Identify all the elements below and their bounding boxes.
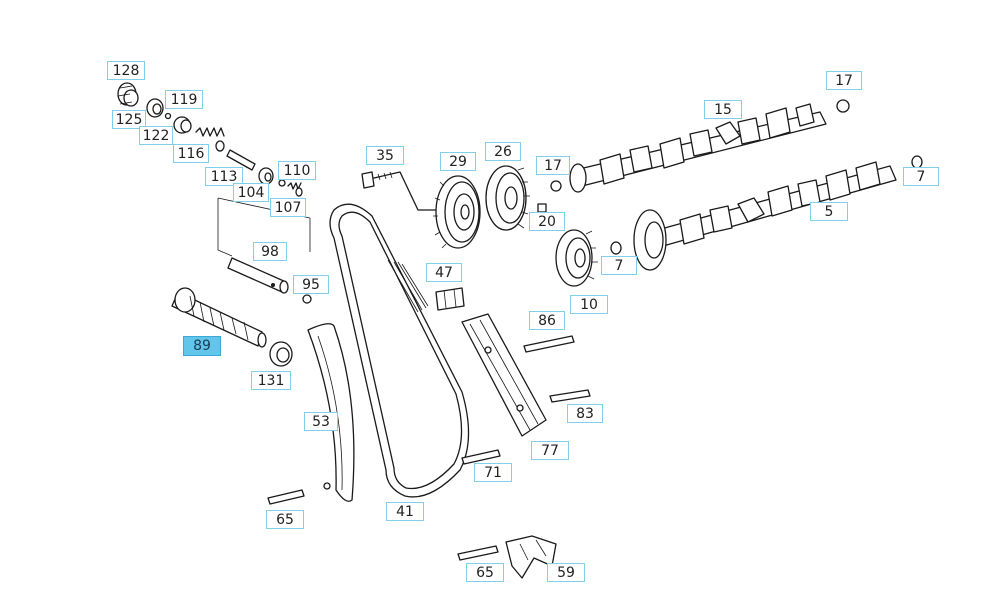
part-5-camshaft-drawing <box>633 161 897 271</box>
part-65b-pin-drawing <box>457 545 499 561</box>
part-59-drawing <box>505 535 557 579</box>
callout-125[interactable]: 125 <box>112 110 146 129</box>
callout-110[interactable]: 110 <box>278 161 316 180</box>
part-89-tensioner-drawing <box>171 287 267 348</box>
part-104-drawing <box>258 167 274 185</box>
callout-20[interactable]: 20 <box>529 212 565 231</box>
part-122-drawing <box>164 112 172 120</box>
part-10-sprocket-drawing <box>555 229 598 287</box>
part-65a-pin-drawing <box>267 489 305 505</box>
part-128-drawing <box>117 82 139 107</box>
part-107-drawing <box>287 182 303 197</box>
part-71-pin-drawing <box>461 449 501 465</box>
callout-53[interactable]: 53 <box>304 412 338 431</box>
part-17b-drawing <box>836 99 850 113</box>
part-83-pin-drawing <box>549 389 591 403</box>
callout-17-right[interactable]: 17 <box>826 71 862 90</box>
callout-5[interactable]: 5 <box>810 202 848 221</box>
callout-113[interactable]: 113 <box>205 167 243 186</box>
part-20-drawing <box>537 203 547 213</box>
part-95-drawing <box>302 294 312 304</box>
callout-77[interactable]: 77 <box>531 441 569 460</box>
part-119-drawing <box>173 116 192 134</box>
callout-86[interactable]: 86 <box>529 311 565 330</box>
callout-47[interactable]: 47 <box>426 263 462 282</box>
part-98-drawing <box>227 257 289 294</box>
callout-83[interactable]: 83 <box>567 404 603 423</box>
callout-7-right[interactable]: 7 <box>903 167 939 186</box>
callout-35[interactable]: 35 <box>366 146 404 165</box>
part-29-sprocket-drawing <box>433 175 481 249</box>
part-41-chain-drawing <box>329 203 470 498</box>
callout-65-bottom[interactable]: 65 <box>466 563 504 582</box>
callout-128[interactable]: 128 <box>107 61 145 80</box>
callout-17-left[interactable]: 17 <box>536 156 570 175</box>
callout-122[interactable]: 122 <box>139 126 173 145</box>
callout-29[interactable]: 29 <box>440 152 476 171</box>
callout-71[interactable]: 71 <box>474 463 512 482</box>
callout-41[interactable]: 41 <box>386 502 424 521</box>
callout-119[interactable]: 119 <box>165 90 203 109</box>
part-17a-drawing <box>550 180 562 192</box>
callout-89[interactable]: 89 <box>183 336 221 356</box>
callout-131[interactable]: 131 <box>251 371 291 390</box>
callout-95[interactable]: 95 <box>293 275 329 294</box>
callout-15[interactable]: 15 <box>704 100 742 119</box>
part-7a-drawing <box>610 241 622 255</box>
callout-116[interactable]: 116 <box>173 144 209 163</box>
callout-65-left[interactable]: 65 <box>266 510 304 529</box>
callout-107[interactable]: 107 <box>270 198 306 217</box>
part-131-seal-drawing <box>269 341 293 367</box>
callout-7-left[interactable]: 7 <box>601 256 637 275</box>
part-113-pin-drawing <box>226 149 256 171</box>
callout-104[interactable]: 104 <box>233 183 269 202</box>
part-110-drawing <box>278 179 286 187</box>
part-47-drawing <box>435 287 465 311</box>
part-26-sprocket-drawing <box>485 165 530 231</box>
callout-98[interactable]: 98 <box>253 242 287 261</box>
part-116-spring-drawing <box>195 127 225 152</box>
part-15-camshaft-drawing <box>569 103 827 193</box>
part-86-pin-drawing <box>523 335 575 353</box>
callout-59[interactable]: 59 <box>547 563 585 582</box>
part-125-drawing <box>146 98 164 118</box>
part-35-bolt-drawing <box>361 171 437 211</box>
callout-10[interactable]: 10 <box>570 295 608 314</box>
part-77-guide-drawing <box>461 313 547 437</box>
callout-26[interactable]: 26 <box>485 142 521 161</box>
